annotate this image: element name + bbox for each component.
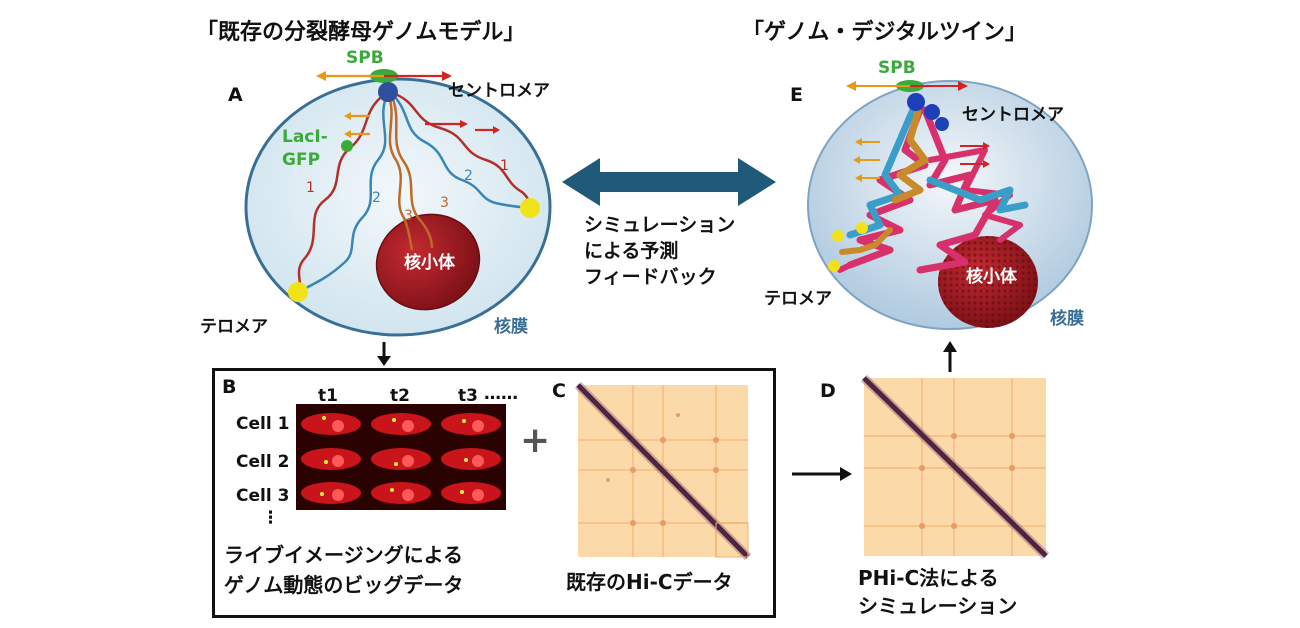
right-arrow [840,467,852,481]
time-t1: t1 [318,386,338,406]
spb-label-a: SPB [346,48,384,68]
down-arrow [377,356,391,366]
chrom-label-2-right: 2 [464,168,473,184]
center-caption: シミュレーション による予測 フィードバック [584,212,735,290]
chrom-label-3-right: 3 [440,195,449,211]
telomere-left-a [288,282,308,302]
time-t2: t2 [390,386,410,406]
laci-label-1: LacI- [282,127,328,147]
spb-label-e: SPB [878,58,916,78]
centromere-e-1 [907,93,925,111]
telomere-label-e: テロメア [764,289,832,309]
time-ellipsis: …… [484,384,518,404]
chromosome-1-left [296,90,389,293]
chrom-label-3-left: 3 [404,208,413,224]
chromosome-3-left [386,91,414,251]
chrom-label-1-right: 1 [500,158,509,174]
laci-gfp-dot [341,140,353,152]
cell-label-3: Cell 3 [236,486,290,506]
hic-map-c [574,381,752,561]
center-line-2: による予測 [584,240,679,262]
panel-c-caption: 既存のHi-Cデータ [566,570,733,594]
panel-b-caption-2: ゲノム動態のビッグデータ [224,573,464,597]
left-title: 「既存の分裂酵母ゲノムモデル」 [196,20,526,45]
right-title: 「ゲノム・デジタルツイン」 [742,20,1027,45]
panel-d-caption-2: シミュレーション [858,594,1018,618]
panel-d-caption: PHi-C法による シミュレーション [858,564,1017,620]
telomere-e-1 [832,230,844,242]
telomere-label-a: テロメア [200,317,268,337]
panel-c-letter: C [552,380,566,402]
panel-d-caption-1: PHi-C法による [858,566,999,590]
centromere-label-e: セントロメア [962,105,1064,125]
membrane-label-a: 核膜 [494,317,528,337]
nucleolus-label-e: 核小体 [966,267,1017,287]
telomere-e-2 [828,260,840,272]
membrane-label-e: 核膜 [1050,309,1084,329]
cell-label-2: Cell 2 [236,452,290,472]
centromere-label-a: セントロメア [448,81,550,101]
chromosome-2-right [389,91,531,210]
telomere-e-3 [856,222,868,234]
chromosome-3-right [388,91,434,249]
centromere-e-3 [935,117,949,131]
panel-b-letter: B [222,376,237,398]
nucleolus-a [375,213,481,311]
panel-b-caption: ライブイメージングによる ゲノム動態のビッグデータ [224,540,463,600]
center-line-3: フィードバック [584,266,717,288]
chromosome-1-right [389,90,532,209]
plus-sign: + [520,420,551,461]
laci-label-2: GFP [282,150,321,170]
chromosome-2-left [297,91,390,294]
panel-e-letter: E [790,84,803,106]
feedback-double-arrow [562,158,776,206]
cell-vdots: ⋮ [262,508,279,528]
time-t3: t3 [458,386,478,406]
centromere-e-2 [924,104,940,120]
panel-d-letter: D [820,380,836,402]
nucleolus-label-a: 核小体 [404,253,455,273]
cell-label-1: Cell 1 [236,414,290,434]
up-arrow [943,341,957,352]
live-imaging-grid [296,404,506,510]
chrom-label-2-left: 2 [372,190,381,206]
chrom-label-1-left: 1 [306,180,315,196]
center-line-1: シミュレーション [584,214,736,236]
hic-map-d [860,374,1050,560]
telomere-right-a [520,198,540,218]
panel-a-letter: A [228,84,243,106]
polymer-chains-e [837,101,1029,274]
data-box [212,368,776,618]
panel-b-caption-1: ライブイメージングによる [224,543,463,567]
centromere-a [378,82,398,102]
